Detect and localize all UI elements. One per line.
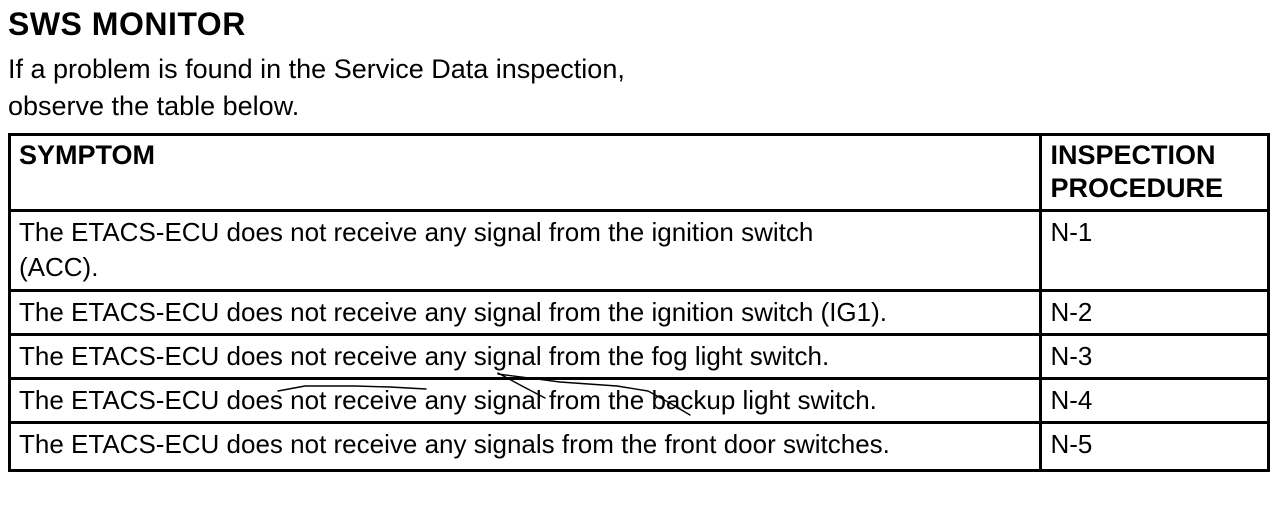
intro-text: If a problem is found in the Service Dat… [8,54,625,121]
table-header-row: SYMPTOM INSPECTION PROCEDURE [7,133,1270,212]
symptom-table: SYMPTOM INSPECTION PROCEDURE The ETACS-E… [7,133,1270,472]
symptom-cell: The ETACS-ECU does not receive any signa… [7,377,1043,424]
table-row: The ETACS-ECU does not receive any signa… [7,209,1270,292]
procedure-cell: N-3 [1039,333,1270,380]
table-row: The ETACS-ECU does not receive any signa… [7,421,1270,472]
symptom-cell: The ETACS-ECU does not receive any signa… [7,333,1043,380]
procedure-cell: N-1 [1039,209,1270,292]
table-row: The ETACS-ECU does not receive any signa… [7,289,1270,336]
symptom-column-header: SYMPTOM [7,133,1043,212]
inspection-procedure-column-header: INSPECTION PROCEDURE [1039,133,1270,212]
procedure-cell: N-2 [1039,289,1270,336]
symptom-cell: The ETACS-ECU does not receive any signa… [7,421,1043,472]
page-title: SWS MONITOR [8,6,246,42]
procedure-cell: N-5 [1039,421,1270,472]
symptom-cell: The ETACS-ECU does not receive any signa… [7,289,1043,336]
procedure-cell: N-4 [1039,377,1270,424]
symptom-cell: The ETACS-ECU does not receive any signa… [7,209,1043,292]
table-row: The ETACS-ECU does not receive any signa… [7,377,1270,424]
table-row: The ETACS-ECU does not receive any signa… [7,333,1270,380]
